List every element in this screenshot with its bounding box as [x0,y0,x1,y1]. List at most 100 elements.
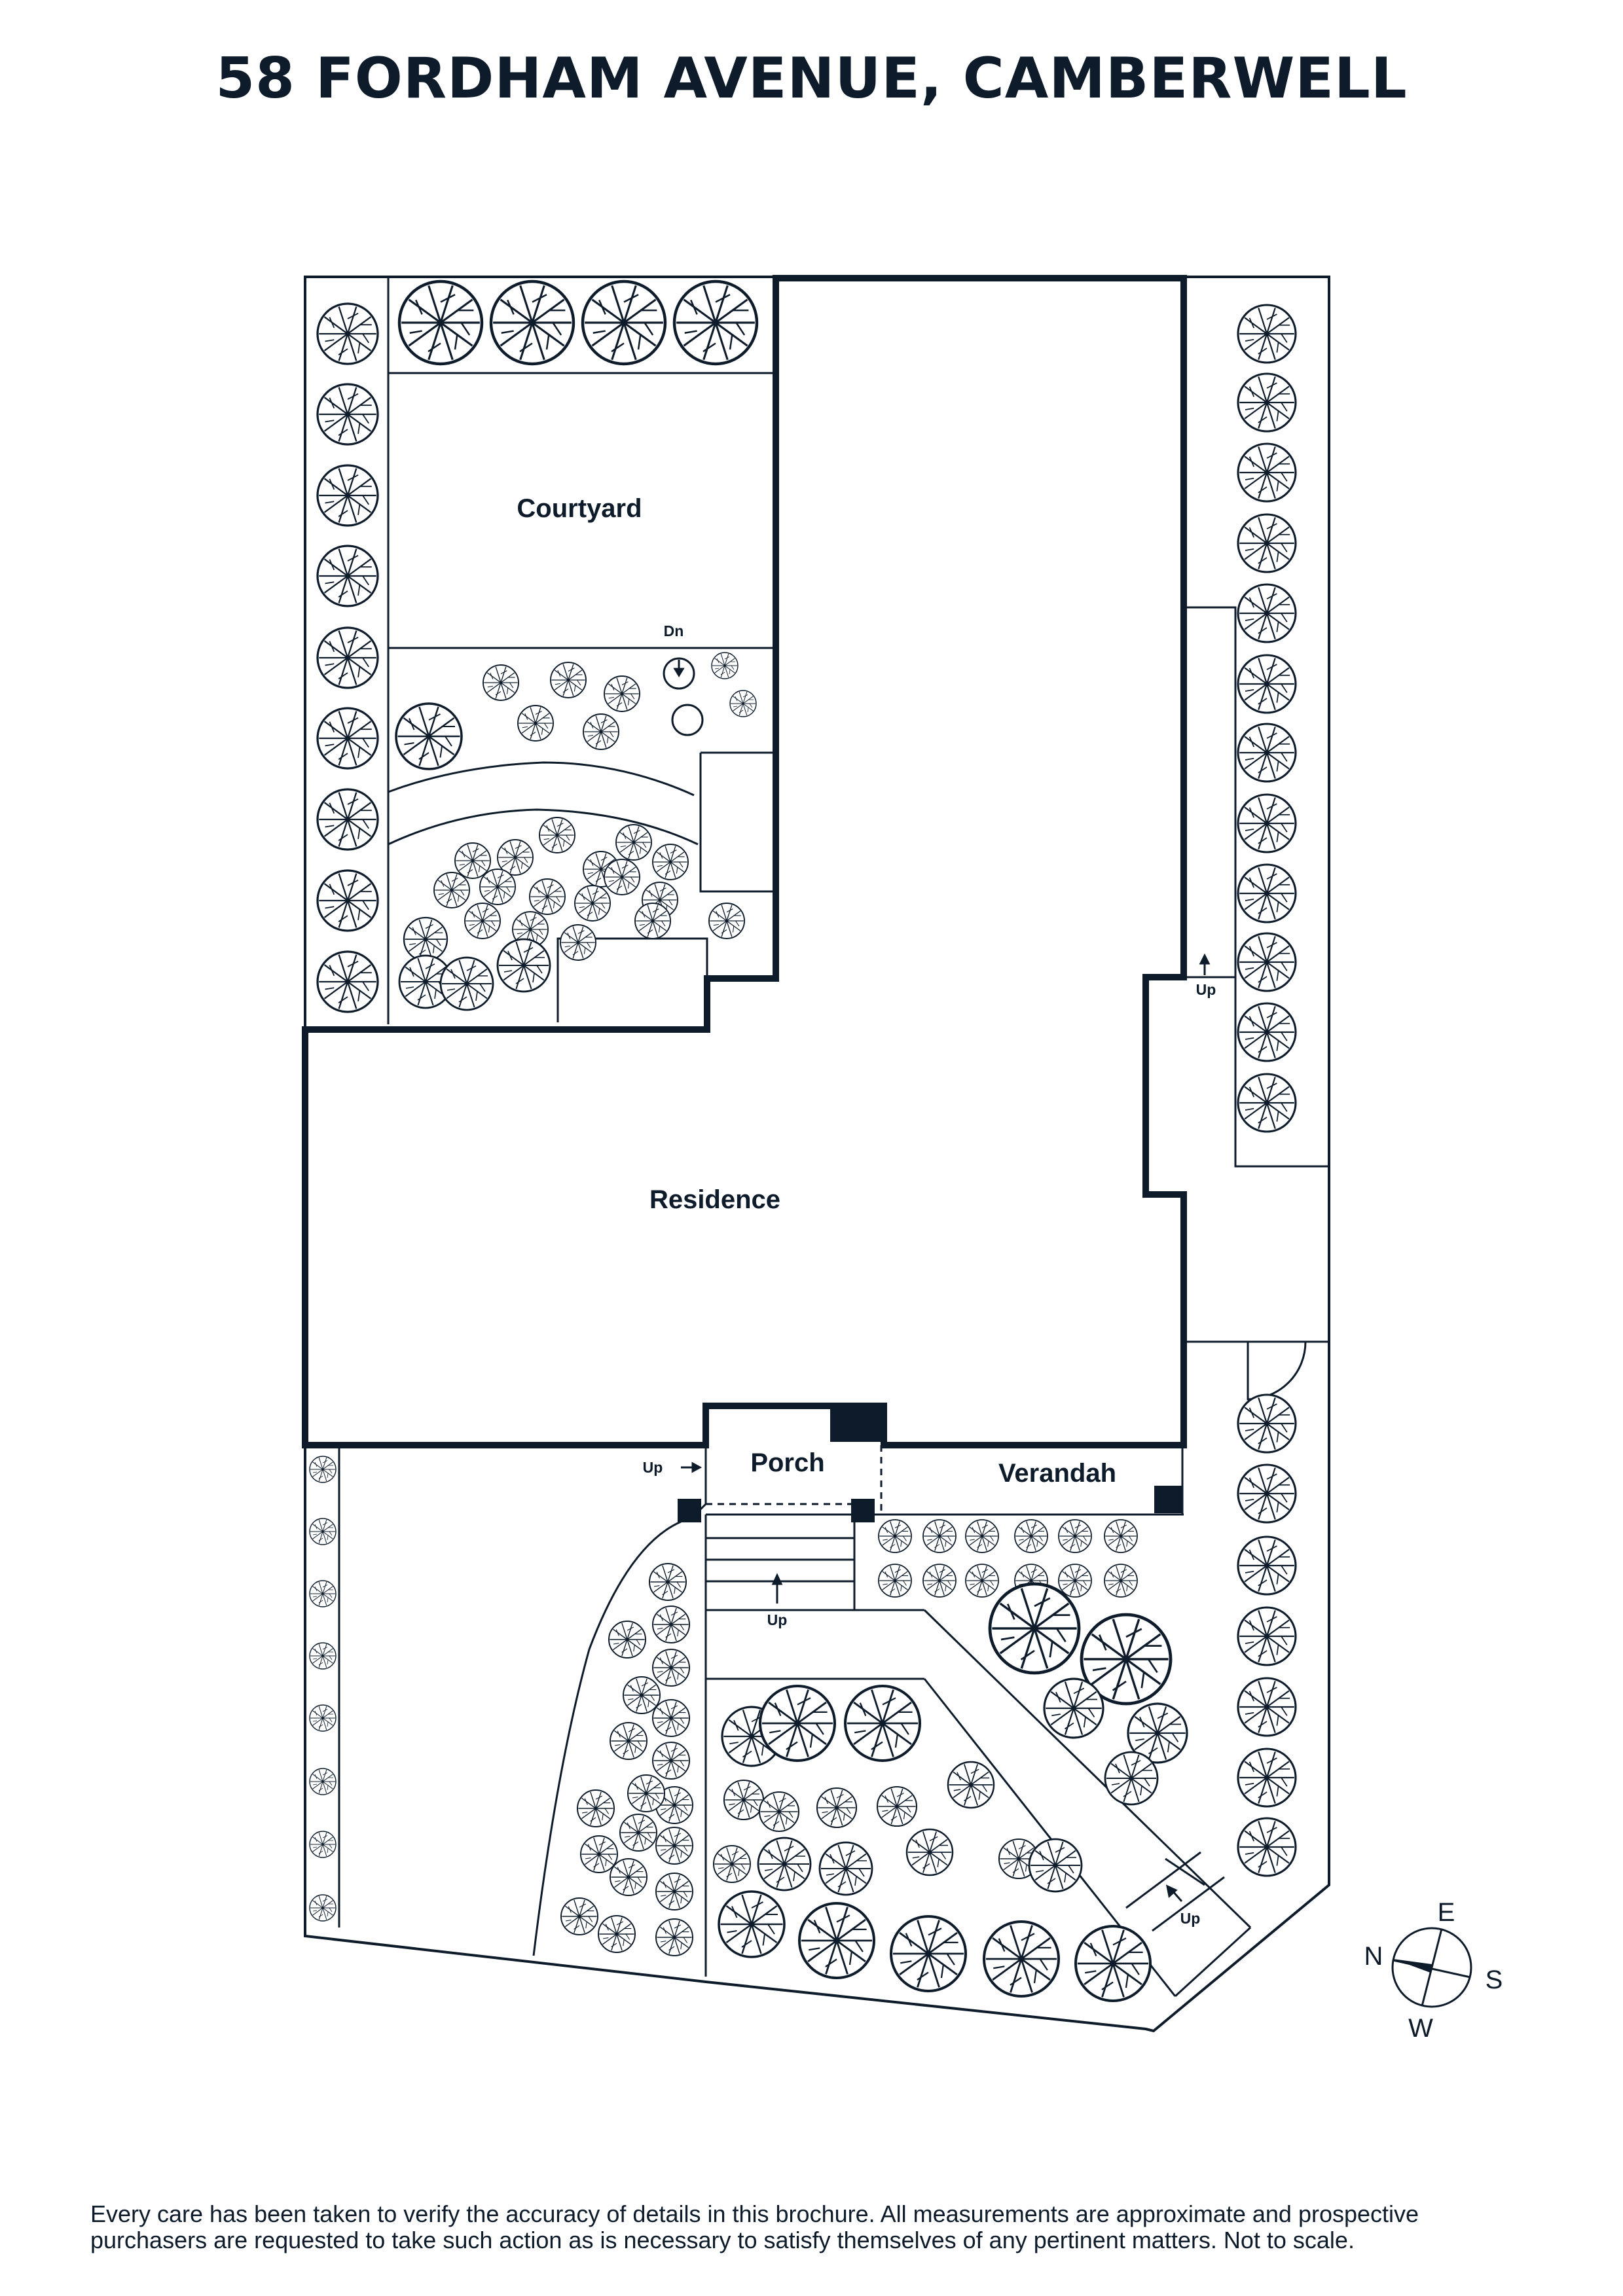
compass-e: E [1438,1898,1455,1927]
tree-icon [550,662,587,698]
courtyard-label: Courtyard [517,494,642,523]
tree-icon [905,1828,954,1876]
tree-icon [496,938,551,993]
tree-icon [574,885,611,922]
tree-icon [316,869,379,932]
tree-icon [1237,793,1297,853]
tree-icon [1237,1002,1297,1062]
tree-icon [1237,932,1297,992]
tree-icon [610,1722,647,1760]
tree-icon [729,690,757,717]
tree-icon [1104,1564,1138,1598]
tree-icon [965,1519,999,1553]
tree-icon [1237,1677,1297,1737]
tree-icon [598,1915,636,1953]
tree-icon [759,1685,836,1762]
tree-icon [652,1699,690,1737]
dn-label: Dn [664,622,684,639]
tree-icon [1237,723,1297,783]
tree-icon [723,1779,765,1821]
tree-icon [604,859,640,895]
tree-icon [708,903,745,939]
disclaimer: Every care has been taken to verify the … [90,2201,1563,2253]
tree-icon [439,956,494,1011]
tree-icon [922,1564,957,1598]
tree-icon [876,1785,918,1827]
tree-icon [479,869,516,905]
tree-icon [539,817,575,853]
tree-icon [1104,1519,1138,1553]
verandah-label: Verandah [998,1459,1116,1488]
tree-icon [1074,1925,1152,2002]
tree-icon [758,1791,800,1833]
tree-icon [718,1890,786,1958]
up-label-gate: Up [1180,1910,1201,1927]
tree-icon [560,924,596,961]
east-side-passage [1185,606,1329,1401]
tree-icon [316,464,379,527]
tree-icon [610,1858,647,1896]
tree-icon [1237,1463,1297,1524]
up-label-front-steps: Up [767,1611,788,1628]
tree-icon [309,1768,337,1795]
up-label-east: Up [1196,981,1216,998]
tree-icon [890,1915,967,1992]
tree-icon [1014,1519,1048,1553]
tree-icon [619,1814,657,1852]
tree-icon [577,1789,615,1827]
tree-icon [491,281,574,364]
tree-icon [655,1827,693,1865]
tree-icon [1237,1535,1297,1596]
page-title: 58 FORDHAM AVENUE, CAMBERWELL [215,46,1408,111]
tree-icon [309,1704,337,1732]
tree-icon [583,281,665,364]
tree-icon [1043,1677,1104,1739]
porch-columns [678,1403,1182,1522]
tree-icon [652,1742,690,1780]
tree-icon [316,545,379,607]
tree-icon [309,1580,337,1607]
compass-s: S [1486,1965,1503,1994]
tree-icon [1237,513,1297,573]
tree-icon [483,664,519,701]
tree-icon [965,1564,999,1598]
tree-icon [1237,1606,1297,1666]
tree-icon [560,1897,598,1935]
tree-icon [623,1676,661,1714]
tree-icon [1237,1748,1297,1808]
residence-label: Residence [649,1185,780,1214]
tree-icon [1237,1817,1297,1877]
tree-icon [947,1761,995,1809]
tree-icon [652,1605,690,1643]
tree-icon [309,1894,337,1922]
tree-icon [655,1873,693,1910]
compass-w: W [1408,2014,1433,2043]
tree-icon [464,903,501,939]
tree-icon [604,675,640,712]
tree-icon [816,1787,858,1829]
tree-icon [316,302,379,365]
tree-icon [316,950,379,1013]
tree-icon [433,872,470,908]
tree-icon [713,1845,751,1883]
tree-icon [1237,442,1297,503]
tree-icon [529,878,566,915]
tree-icon [655,1918,693,1956]
tree-icon [674,281,757,364]
porch-label: Porch [750,1448,824,1477]
tree-icon [1237,372,1297,433]
tree-icon [878,1564,912,1598]
tree-icon [1028,1838,1083,1893]
tree-icon [1104,1751,1159,1806]
tree-icon [818,1841,873,1896]
tree-icon [1058,1519,1092,1553]
up-label-porch: Up [643,1459,663,1476]
tree-icon [844,1685,921,1762]
compass-n: N [1364,1942,1383,1971]
tree-icon [878,1519,912,1553]
tree-icon [711,652,739,679]
site-boundary [304,276,1330,2033]
tree-icon [983,1920,1060,1998]
tree-icon [316,788,379,851]
